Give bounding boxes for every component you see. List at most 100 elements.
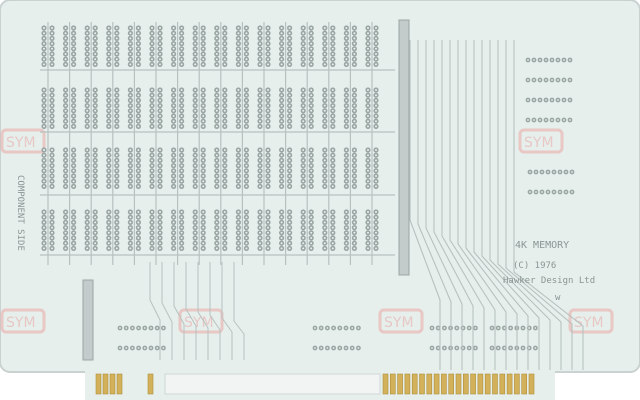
pad-hole — [237, 47, 240, 50]
pad-hole — [72, 47, 75, 50]
pad-hole — [367, 37, 369, 40]
pad-hole — [115, 247, 118, 250]
pad-hole — [267, 94, 269, 97]
pad-hole — [51, 32, 53, 35]
pad-hole — [288, 58, 291, 61]
pad-hole — [267, 42, 269, 45]
pad-hole — [431, 347, 433, 349]
pad-hole — [331, 47, 334, 50]
pad-hole — [51, 242, 53, 245]
pad-hole — [375, 221, 377, 224]
pad-hole — [375, 164, 377, 167]
pad-hole — [353, 180, 356, 183]
pad-hole — [51, 180, 53, 183]
pad-hole — [202, 247, 205, 250]
pad-hole — [202, 231, 205, 234]
pad-hole — [353, 159, 356, 162]
pad-hole — [137, 125, 140, 128]
pad-hole — [310, 53, 313, 55]
pad-hole — [137, 216, 140, 219]
pad-hole — [353, 94, 356, 97]
gold-finger — [116, 373, 123, 395]
pad-hole — [323, 216, 326, 219]
pad-hole — [51, 211, 53, 213]
pad-hole — [288, 211, 291, 213]
pad-hole — [72, 94, 75, 97]
pad-hole — [323, 242, 326, 245]
pad-hole — [474, 347, 477, 349]
copyright-text: (C) 1976 — [513, 261, 556, 271]
pad-hole — [51, 164, 53, 167]
left-bus-bar — [82, 279, 94, 361]
pad-hole — [194, 63, 197, 66]
pad-hole — [267, 221, 269, 224]
pad-hole — [215, 104, 218, 107]
pad-hole — [137, 211, 140, 213]
pad-hole — [94, 89, 97, 91]
pad-hole — [151, 27, 153, 29]
pad-hole — [115, 125, 118, 128]
pad-hole — [180, 169, 183, 172]
pad-hole — [180, 99, 183, 102]
pad-hole — [202, 32, 205, 35]
pad-hole — [94, 37, 97, 40]
pad-hole — [125, 327, 128, 329]
pad-hole — [223, 164, 226, 167]
pad-hole — [223, 242, 226, 245]
pad-hole — [331, 175, 334, 177]
pad-hole — [159, 211, 161, 213]
pad-hole — [375, 115, 377, 117]
pad-hole — [86, 99, 89, 102]
pad-hole — [323, 53, 326, 55]
pad-hole — [64, 211, 67, 213]
pad-hole — [115, 231, 118, 234]
pad-hole — [194, 99, 197, 102]
dip-footprint — [527, 169, 575, 195]
pad-hole — [547, 171, 549, 173]
pad-hole — [367, 175, 369, 177]
dip-footprint — [279, 25, 293, 67]
board-title: 4K MEMORY — [515, 240, 569, 251]
pad-hole — [223, 27, 226, 29]
pad-hole — [331, 27, 334, 29]
pad-hole — [194, 109, 197, 112]
pad-hole — [375, 63, 377, 66]
pad-hole — [129, 47, 132, 50]
pad-hole — [51, 169, 53, 172]
pad-hole — [533, 59, 535, 61]
pad-hole — [86, 159, 89, 162]
pad-hole — [215, 125, 218, 128]
pad-hole — [288, 159, 291, 162]
pad-hole — [43, 149, 45, 151]
trace — [465, 40, 518, 370]
pad-hole — [194, 32, 197, 35]
pad-hole — [94, 120, 97, 123]
pad-hole — [310, 120, 313, 123]
pad-hole — [202, 221, 205, 224]
pad-hole — [302, 159, 305, 162]
pad-hole — [267, 53, 269, 55]
pad-hole — [551, 59, 553, 61]
pad-hole — [245, 237, 248, 239]
pad-hole — [267, 149, 269, 151]
pad-hole — [137, 99, 140, 102]
pad-hole — [569, 99, 571, 101]
pad-hole — [94, 159, 97, 162]
pad-hole — [202, 63, 205, 66]
pad-hole — [129, 237, 132, 239]
pad-hole — [51, 221, 53, 224]
pad-hole — [310, 216, 313, 219]
pad-hole — [237, 94, 240, 97]
pad-hole — [194, 47, 197, 50]
pad-hole — [86, 226, 89, 229]
pad-hole — [223, 211, 226, 213]
pad-hole — [245, 53, 248, 55]
pad-hole — [194, 231, 197, 234]
pad-hole — [455, 347, 458, 349]
pad-hole — [119, 347, 121, 349]
pad-hole — [194, 221, 197, 224]
pad-hole — [288, 47, 291, 50]
pad-hole — [94, 32, 97, 35]
pad-hole — [310, 37, 313, 40]
pad-hole — [64, 99, 67, 102]
